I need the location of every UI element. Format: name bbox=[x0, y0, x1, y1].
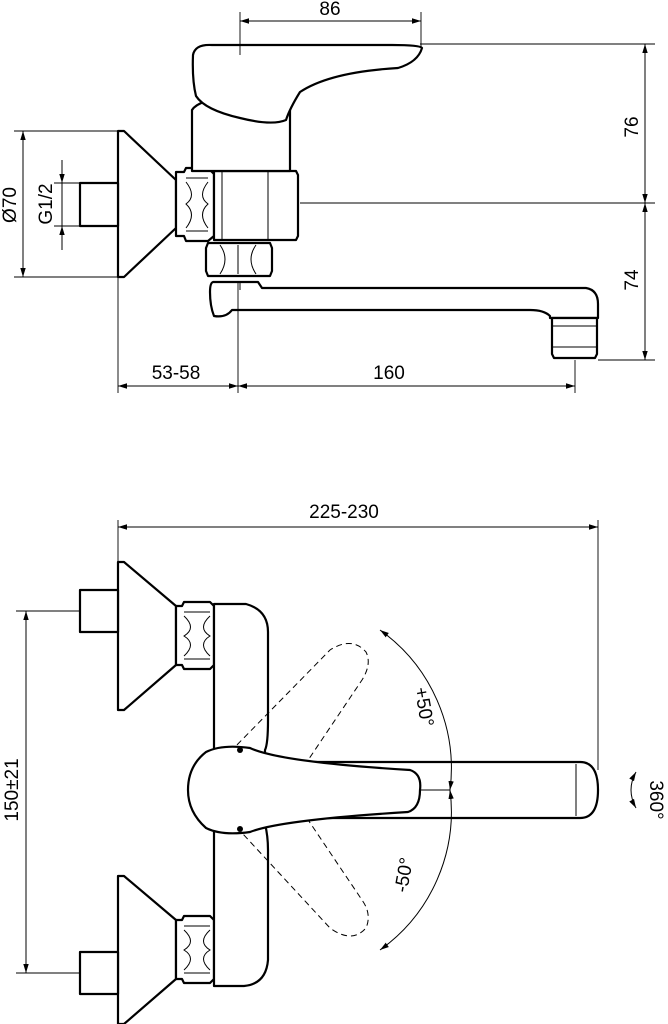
union-nut bbox=[174, 166, 216, 243]
side-view-dimensions: 86 76 74 Ø70 G1/2 53-58 160 bbox=[0, 0, 655, 393]
mixer-body bbox=[212, 169, 300, 242]
spout-nut bbox=[204, 241, 274, 278]
dim-centers: 150±21 bbox=[2, 758, 23, 821]
lever-handle bbox=[191, 43, 424, 124]
dim-rosette-diameter: Ø70 bbox=[0, 187, 21, 223]
dim-handle-height: 76 bbox=[622, 116, 643, 137]
dim-spout-height: 74 bbox=[622, 269, 643, 291]
upper-connector bbox=[78, 588, 120, 634]
aerator bbox=[550, 316, 599, 360]
lever-minus50-outline bbox=[229, 789, 369, 937]
dim-rotation: 360° bbox=[645, 780, 666, 819]
dim-handle-width: 86 bbox=[319, 0, 340, 20]
dim-lever-down: -50° bbox=[391, 856, 418, 894]
top-view bbox=[78, 560, 600, 1024]
wall-connector bbox=[78, 181, 120, 228]
dim-overall-width: 225-230 bbox=[309, 502, 379, 523]
lower-connector bbox=[78, 950, 120, 996]
lever-plus50-outline bbox=[229, 643, 369, 791]
top-lever bbox=[186, 745, 422, 835]
dim-spout-reach: 160 bbox=[373, 363, 405, 384]
dim-thread: G1/2 bbox=[36, 183, 57, 224]
dim-projection: 53-58 bbox=[152, 363, 201, 384]
lower-rosette bbox=[116, 874, 178, 1024]
wall-rosette bbox=[116, 129, 178, 279]
side-view bbox=[78, 43, 600, 360]
top-view-dimensions: 225-230 150±21 +50° -50° 360° bbox=[2, 502, 666, 974]
upper-rosette bbox=[116, 560, 178, 712]
spout bbox=[208, 280, 600, 320]
